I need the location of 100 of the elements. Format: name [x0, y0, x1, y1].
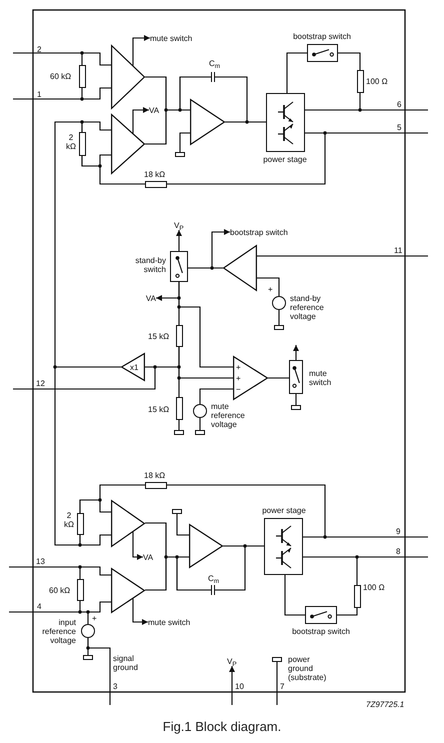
arrow: [132, 598, 148, 625]
wire: [178, 347, 233, 379]
resistor-value: 60 kΩ: [50, 72, 72, 81]
wire: [276, 662, 278, 705]
component-label: power ground (substrate): [288, 655, 326, 682]
resistor-symbol: [145, 482, 167, 488]
arrow: [132, 35, 150, 66]
wire: [215, 76, 248, 123]
wire: [305, 93, 361, 111]
wire: [178, 420, 180, 430]
signal-label: bootstrap switch: [230, 228, 288, 237]
ground-symbol: [195, 430, 205, 435]
arrow: [132, 107, 149, 134]
wire: [54, 366, 121, 546]
power-stage-box: [264, 518, 303, 575]
pin-number: 5: [397, 123, 402, 132]
power-stage-box: [266, 93, 305, 152]
pin-number: 3: [113, 682, 118, 691]
signal-label: mute switch: [148, 618, 190, 627]
pin-number: 1: [37, 90, 42, 99]
pin-number: 13: [36, 557, 45, 566]
wire: [145, 76, 211, 145]
resistor-symbol: [356, 70, 364, 93]
wire: [286, 52, 307, 93]
ground-symbol: [274, 325, 284, 330]
amplifier-symbol: [111, 114, 145, 174]
wire: [176, 514, 189, 536]
ground-symbol: [174, 430, 184, 435]
resistor-value: 15 kΩ: [148, 405, 170, 414]
switch-box: [307, 44, 338, 62]
switch-box: [289, 360, 303, 394]
pin-number: 7: [280, 682, 284, 691]
pin-number: 6: [397, 100, 402, 109]
wire: [278, 310, 280, 325]
amplifier-symbol: [223, 245, 257, 291]
amplifier-symbol: [190, 99, 225, 145]
component-label: mute reference voltage: [211, 402, 245, 429]
pin-number: 10: [235, 682, 244, 691]
signal-label: V$_{P}$: [227, 657, 237, 666]
component-label: power stage: [262, 506, 306, 515]
resistor-value: 100 Ω: [363, 583, 385, 592]
signal-label: VA: [143, 553, 154, 562]
ground-symbol: [83, 655, 93, 660]
wire: [295, 394, 297, 405]
arrow: [229, 666, 235, 705]
resistor-symbol: [76, 513, 84, 535]
pin-number: 12: [36, 379, 45, 388]
pin-number: 9: [396, 527, 400, 536]
component-label: bootstrap switch: [292, 627, 350, 636]
wire: [199, 418, 201, 430]
resistor-symbol: [78, 65, 86, 88]
signal-label: VA: [149, 106, 160, 115]
resistor-symbol: [78, 132, 86, 156]
voltage-source-symbol: [81, 624, 95, 638]
amplifier-symbol: [111, 45, 145, 109]
wire: [284, 575, 305, 616]
wire: [215, 545, 246, 591]
pin-number: 2: [37, 45, 42, 54]
capacitor-symbol: [211, 585, 215, 595]
amplifier-symbol: [111, 500, 145, 547]
wire: [179, 132, 190, 152]
wire: [145, 556, 211, 591]
resistor-symbol: [76, 579, 84, 601]
wire: [79, 484, 145, 513]
wire: [167, 132, 326, 185]
switch-box: [170, 251, 188, 282]
signal-label: V$_{P}$: [174, 221, 184, 230]
pin-number: 8: [396, 547, 400, 556]
capacitor-label: C$_{m}$: [208, 574, 220, 583]
capacitor-label: C$_{m}$: [209, 59, 220, 68]
resistor-symbol: [354, 585, 360, 608]
voltage-source-symbol: [272, 296, 286, 310]
wire: [199, 388, 233, 404]
component-label: stand-by switch: [134, 256, 166, 274]
comparator-symbol: + + −: [233, 356, 268, 400]
resistor-symbol: [145, 180, 167, 188]
wire: [13, 366, 156, 390]
polarity-sign: +: [92, 614, 97, 623]
resistor-symbol: [176, 397, 182, 420]
wire: [81, 156, 145, 185]
wire: [337, 608, 358, 616]
component-label: input reference voltage: [42, 618, 76, 645]
capacitor-symbol: [211, 72, 215, 82]
pin-number: 4: [37, 602, 42, 611]
wire: [13, 52, 111, 66]
resistor-value: 100 Ω: [366, 77, 388, 86]
switch-box: [305, 606, 337, 624]
ground-symbol: [291, 405, 301, 410]
component-label: stand-by reference voltage: [290, 294, 325, 321]
polarity-sign: +: [268, 285, 273, 294]
arrow: [293, 345, 299, 360]
wire: [303, 556, 358, 585]
arrow: [211, 229, 230, 269]
wire: [178, 282, 233, 368]
component-label: mute switch: [309, 369, 332, 387]
buffer-symbol: x1: [121, 353, 145, 381]
resistor-symbol: [176, 325, 182, 347]
wire: [257, 277, 280, 296]
drawing-number: 7Z97725.1: [366, 700, 404, 709]
component-label: power stage: [263, 155, 307, 164]
